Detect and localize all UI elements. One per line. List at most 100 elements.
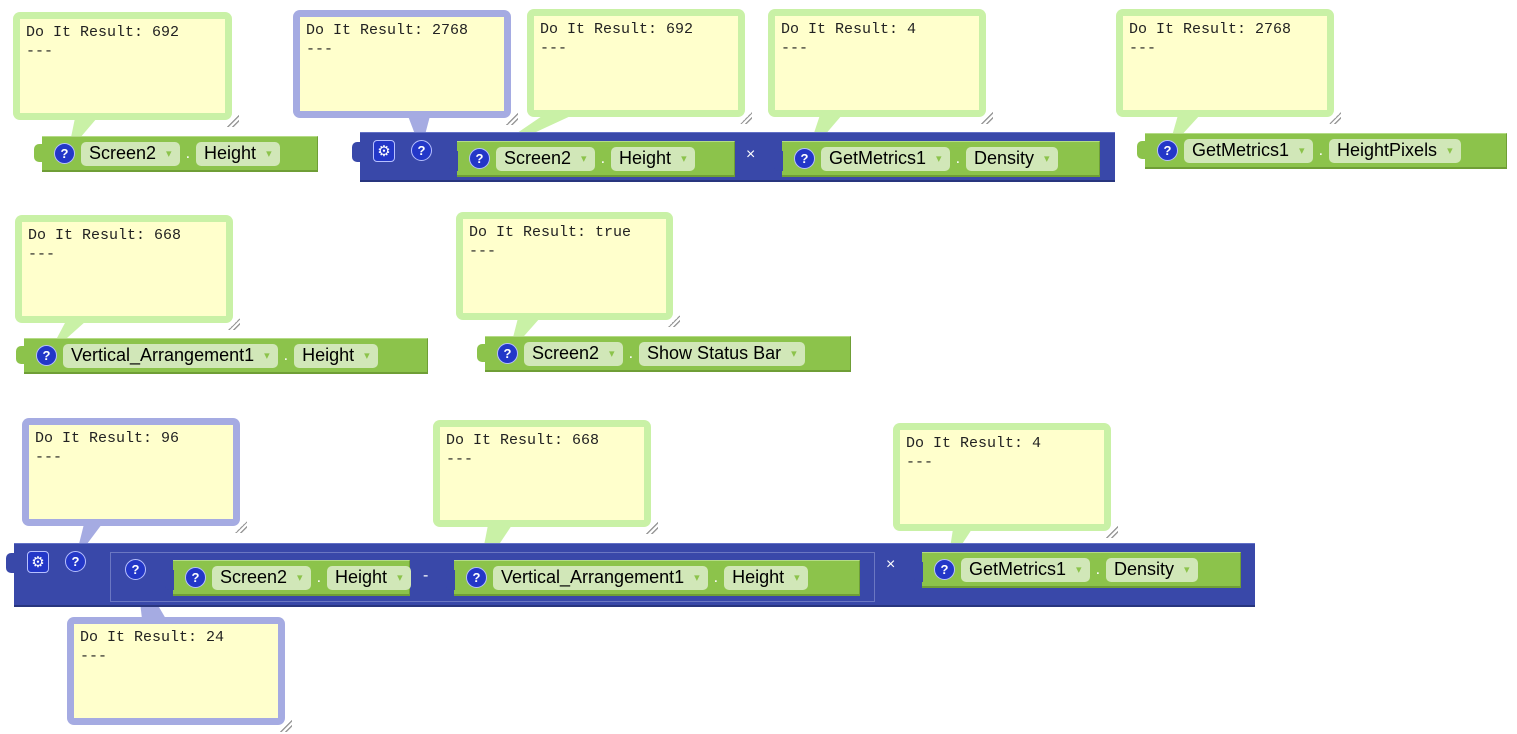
resize-handle-icon[interactable]	[668, 315, 680, 327]
block-connector	[352, 142, 361, 162]
component-getter-block[interactable]: ? Screen2▾. Show Status Bar▾	[477, 336, 851, 372]
comment-result-text: Do It Result: true	[469, 224, 632, 241]
block-connector	[449, 151, 458, 171]
comment-textarea[interactable]: Do It Result: 96---	[29, 425, 233, 519]
property-dropdown[interactable]: Height▾	[611, 146, 695, 171]
comment-textarea[interactable]: Do It Result: true---	[463, 219, 666, 313]
result-comment[interactable]: Do It Result: 2768---	[1116, 9, 1341, 124]
dropdown-arrow-icon: ▾	[1076, 564, 1082, 576]
dot-separator: .	[628, 344, 634, 362]
component-name: Screen2	[89, 143, 157, 163]
property-dropdown[interactable]: Height▾	[196, 141, 280, 166]
comment-textarea[interactable]: Do It Result: 692---	[534, 16, 738, 110]
resize-handle-icon[interactable]	[280, 720, 292, 732]
help-icon[interactable]: ?	[497, 343, 518, 364]
result-comment[interactable]: Do It Result: 692---	[527, 9, 752, 124]
help-icon[interactable]: ?	[411, 140, 432, 161]
dot-separator: .	[955, 149, 961, 167]
comment-textarea[interactable]: Do It Result: 4---	[900, 430, 1104, 524]
resize-handle-icon[interactable]	[235, 521, 247, 533]
resize-handle-icon[interactable]	[1106, 526, 1118, 538]
component-dropdown[interactable]: Screen2▾	[524, 341, 623, 366]
dropdown-arrow-icon: ▾	[1184, 564, 1190, 576]
component-dropdown[interactable]: GetMetrics1▾	[1184, 138, 1313, 163]
property-dropdown[interactable]: Height▾	[724, 565, 808, 590]
component-name: Screen2	[220, 567, 288, 587]
result-comment[interactable]: Do It Result: 96---	[22, 418, 247, 533]
component-getter-block[interactable]: ?Screen2▾.Height▾	[165, 560, 411, 596]
dot-separator: .	[1318, 141, 1324, 159]
comment-separator: ---	[306, 41, 334, 58]
dot-separator: .	[185, 144, 191, 162]
help-icon[interactable]: ?	[1157, 140, 1178, 161]
result-comment[interactable]: Do It Result: 2768---	[293, 10, 518, 125]
resize-handle-icon[interactable]	[1329, 112, 1341, 124]
help-icon[interactable]: ?	[36, 345, 57, 366]
component-getter-block[interactable]: ?GetMetrics1▾.Density▾	[914, 552, 1241, 588]
component-dropdown[interactable]: Vertical_Arrangement1▾	[493, 565, 708, 590]
component-dropdown[interactable]: Vertical_Arrangement1▾	[63, 343, 278, 368]
property-dropdown[interactable]: Density▾	[966, 146, 1058, 171]
component-dropdown[interactable]: GetMetrics1▾	[961, 557, 1090, 582]
property-dropdown[interactable]: HeightPixels▾	[1329, 138, 1461, 163]
result-comment[interactable]: Do It Result: 24---	[67, 617, 292, 732]
result-comment[interactable]: Do It Result: true---	[456, 212, 680, 327]
comment-textarea[interactable]: Do It Result: 2768---	[300, 17, 504, 111]
block-connector	[6, 553, 15, 573]
help-icon[interactable]: ?	[125, 559, 146, 580]
gear-icon[interactable]: ⚙	[373, 140, 395, 162]
component-dropdown[interactable]: GetMetrics1▾	[821, 146, 950, 171]
help-icon[interactable]: ?	[466, 567, 487, 588]
property-dropdown[interactable]: Density▾	[1106, 557, 1198, 582]
property-name: Height	[204, 143, 257, 163]
dropdown-arrow-icon: ▾	[264, 350, 270, 362]
block-connector	[774, 151, 783, 171]
result-comment[interactable]: Do It Result: 692---	[13, 12, 239, 127]
comment-textarea[interactable]: Do It Result: 24---	[74, 624, 278, 718]
component-getter-block[interactable]: ? Screen2▾. Height▾	[34, 136, 318, 172]
component-dropdown[interactable]: Screen2▾	[496, 146, 595, 171]
resize-handle-icon[interactable]	[981, 112, 993, 124]
result-comment[interactable]: Do It Result: 668---	[15, 215, 240, 330]
comment-textarea[interactable]: Do It Result: 668---	[22, 222, 226, 316]
component-dropdown[interactable]: Screen2▾	[81, 141, 180, 166]
subtract-block[interactable]: ??Screen2▾.Height▾-?Vertical_Arrangement…	[110, 552, 875, 602]
help-icon[interactable]: ?	[54, 143, 75, 164]
resize-handle-icon[interactable]	[227, 115, 239, 127]
result-comment[interactable]: Do It Result: 4---	[768, 9, 993, 124]
property-dropdown[interactable]: Height▾	[327, 565, 411, 590]
resize-handle-icon[interactable]	[228, 318, 240, 330]
component-dropdown[interactable]: Screen2 ▾	[212, 565, 311, 590]
comment-separator: ---	[446, 451, 474, 468]
help-icon[interactable]: ?	[65, 551, 86, 572]
resize-handle-icon[interactable]	[740, 112, 752, 124]
component-getter-block[interactable]: ? GetMetrics1▾. Density▾	[774, 141, 1100, 177]
multiply-block[interactable]: ⚙??Screen2▾.Height▾×?GetMetrics1▾.Densit…	[352, 132, 1115, 182]
dropdown-arrow-icon: ▾	[791, 348, 797, 360]
resize-handle-icon[interactable]	[506, 113, 518, 125]
result-comment[interactable]: Do It Result: 668---	[433, 420, 658, 534]
resize-handle-icon[interactable]	[646, 522, 658, 534]
comment-textarea[interactable]: Do It Result: 692---	[20, 19, 225, 113]
comment-textarea[interactable]: Do It Result: 4---	[775, 16, 979, 110]
component-getter-block[interactable]: ?Screen2▾.Height▾	[449, 141, 735, 177]
dropdown-arrow-icon: ▾	[297, 572, 303, 584]
result-comment[interactable]: Do It Result: 4---	[893, 423, 1118, 538]
comment-textarea[interactable]: Do It Result: 2768---	[1123, 16, 1327, 110]
component-getter-block[interactable]: ?Vertical_Arrangement1▾.Height▾	[446, 560, 860, 596]
property-name: Height	[302, 345, 355, 365]
comment-result-text: Do It Result: 4	[781, 21, 917, 38]
property-dropdown[interactable]: Show Status Bar▾	[639, 341, 805, 366]
component-getter-block[interactable]: ? GetMetrics1▾. HeightPixels▾	[1137, 133, 1507, 169]
gear-icon[interactable]: ⚙	[27, 551, 49, 573]
help-icon[interactable]: ?	[934, 559, 955, 580]
property-dropdown[interactable]: Height▾	[294, 343, 378, 368]
multiply-operator: ×	[886, 556, 896, 573]
help-icon[interactable]: ?	[185, 567, 206, 588]
comment-textarea[interactable]: Do It Result: 668---	[440, 427, 644, 520]
multiply-block[interactable]: ⚙???Screen2▾.Height▾-?Vertical_Arrangeme…	[6, 543, 1255, 607]
help-icon[interactable]: ?	[469, 148, 490, 169]
help-icon[interactable]: ?	[794, 148, 815, 169]
component-getter-block[interactable]: ?Vertical_Arrangement1▾.Height▾	[16, 338, 428, 374]
